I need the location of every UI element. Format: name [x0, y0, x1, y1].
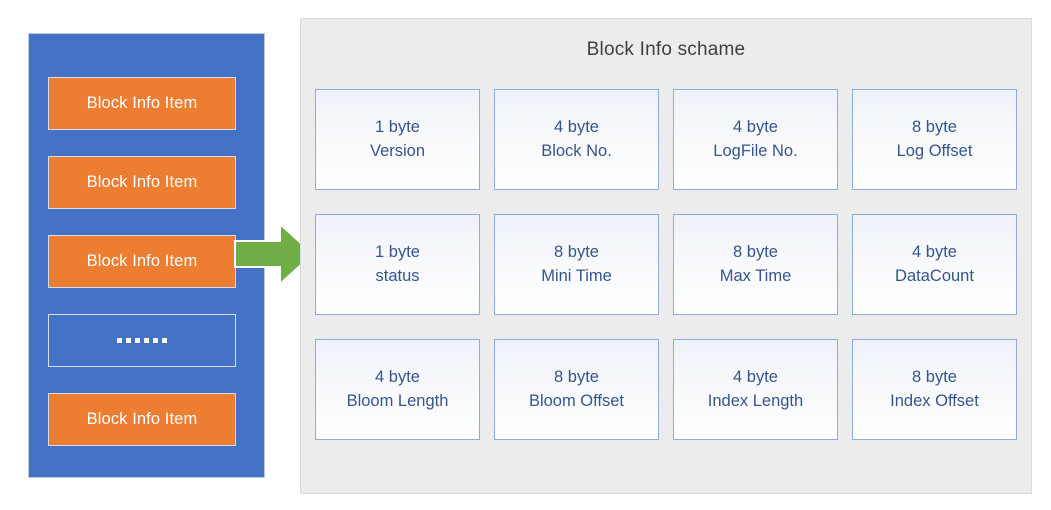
list-item[interactable]: Block Info Item: [48, 235, 236, 288]
right-arrow-icon: [234, 221, 314, 287]
list-item[interactable]: Block Info Item: [48, 77, 236, 130]
list-item-label: Block Info Item: [86, 252, 198, 270]
field-label: Bloom Offset: [528, 391, 625, 410]
field-box-bloom-offset[interactable]: 8 byte Bloom Offset: [494, 339, 659, 440]
field-size: 8 byte: [554, 243, 599, 262]
field-size: 1 byte: [375, 243, 420, 262]
field-box-version[interactable]: 1 byte Version: [315, 89, 480, 190]
list-item[interactable]: Block Info Item: [48, 393, 236, 446]
field-box-log-offset[interactable]: 8 byte Log Offset: [852, 89, 1017, 190]
field-label: Log Offset: [896, 141, 973, 160]
field-size: 4 byte: [554, 118, 599, 137]
field-label: Version: [369, 141, 426, 160]
field-label: LogFile No.: [713, 141, 798, 160]
list-item-ellipsis[interactable]: [48, 314, 236, 367]
field-label: status: [375, 266, 420, 285]
field-box-block-no[interactable]: 4 byte Block No.: [494, 89, 659, 190]
page-title: Block Info schame: [586, 39, 746, 60]
field-size: 4 byte: [733, 368, 778, 387]
field-size: 4 byte: [733, 118, 778, 137]
field-box-bloom-length[interactable]: 4 byte Bloom Length: [315, 339, 480, 440]
block-info-list-panel: Block Info Item Block Info Item Block In…: [28, 33, 265, 478]
field-label: Index Offset: [890, 391, 979, 410]
field-size: 8 byte: [912, 118, 957, 137]
field-box-datacount[interactable]: 4 byte DataCount: [852, 214, 1017, 315]
field-box-status[interactable]: 1 byte status: [315, 214, 480, 315]
field-size: 4 byte: [912, 243, 957, 262]
block-info-scheme-panel: Block Info schame 1 byte Version 4 byte …: [300, 18, 1032, 494]
list-item-label: Block Info Item: [86, 173, 198, 191]
field-box-index-offset[interactable]: 8 byte Index Offset: [852, 339, 1017, 440]
field-label: Index Length: [707, 391, 804, 410]
field-label: Bloom Length: [346, 391, 449, 410]
list-item-label: Block Info Item: [86, 94, 198, 112]
list-item[interactable]: Block Info Item: [48, 156, 236, 209]
field-size: 8 byte: [912, 368, 957, 387]
field-size: 8 byte: [733, 243, 778, 262]
field-label: Mini Time: [541, 266, 612, 285]
field-box-max-time[interactable]: 8 byte Max Time: [673, 214, 838, 315]
field-box-mini-time[interactable]: 8 byte Mini Time: [494, 214, 659, 315]
field-size: 8 byte: [554, 368, 599, 387]
field-label: Max Time: [719, 266, 792, 285]
field-label: DataCount: [895, 266, 974, 285]
field-box-logfile-no[interactable]: 4 byte LogFile No.: [673, 89, 838, 190]
field-size: 1 byte: [375, 118, 420, 137]
field-grid: 1 byte Version 4 byte Block No. 4 byte L…: [315, 89, 1019, 440]
list-item-label: Block Info Item: [86, 410, 198, 428]
field-box-index-length[interactable]: 4 byte Index Length: [673, 339, 838, 440]
ellipsis-dots-icon: [117, 338, 167, 343]
field-size: 4 byte: [375, 368, 420, 387]
field-label: Block No.: [541, 141, 612, 160]
